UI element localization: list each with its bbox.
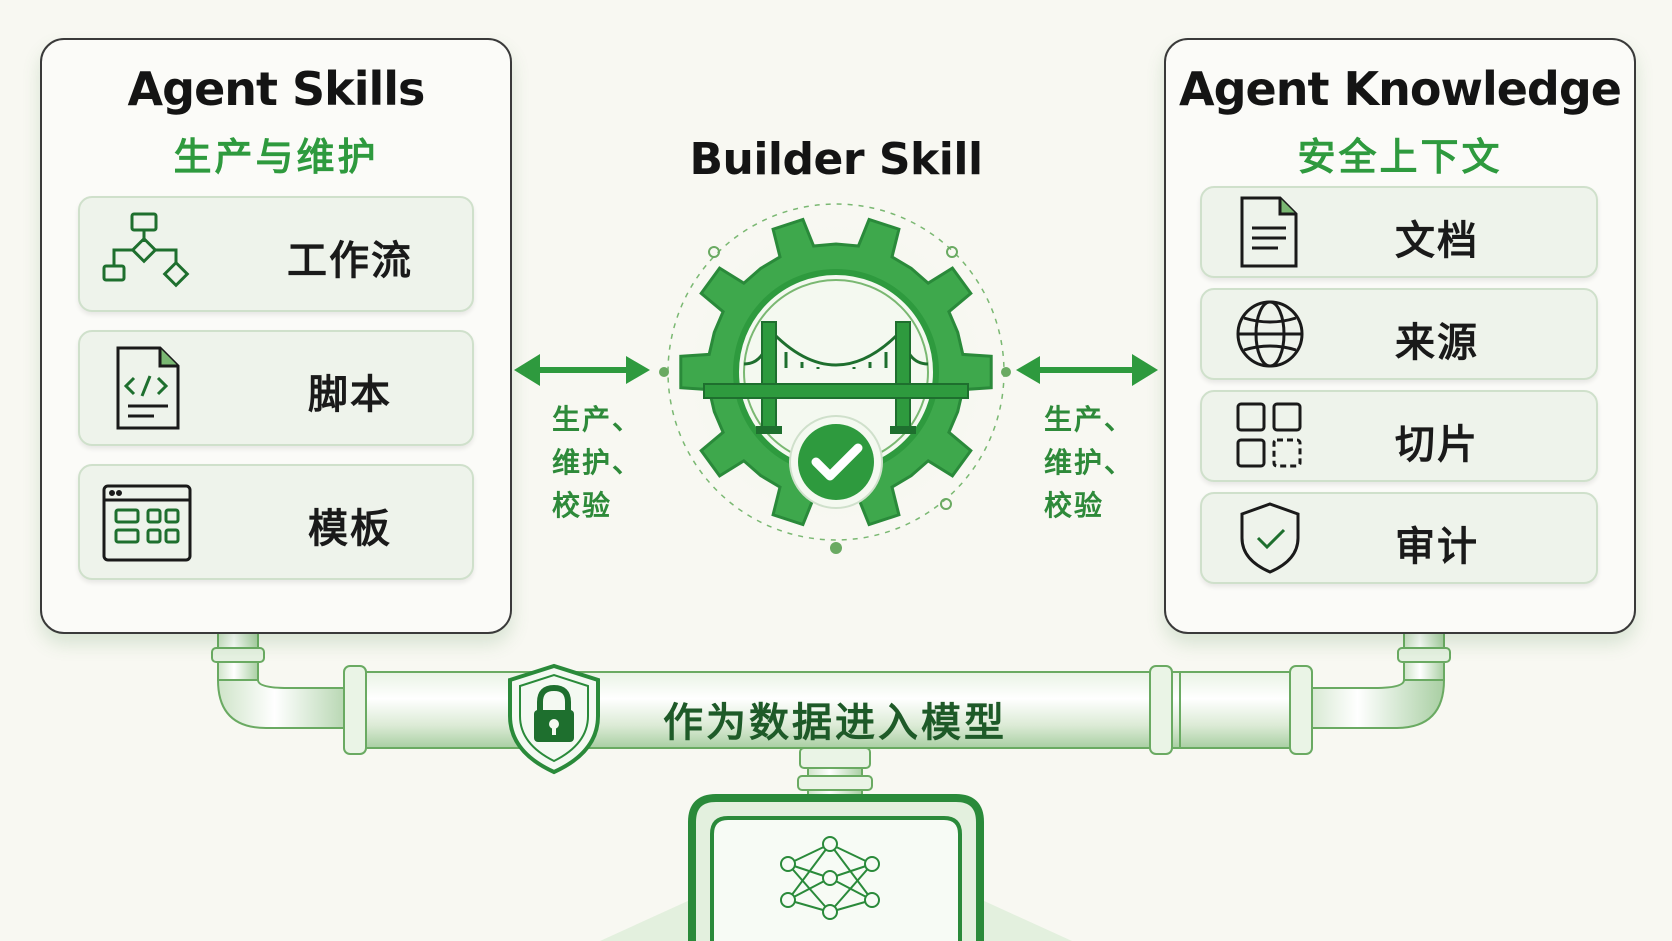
chunks-icon bbox=[1232, 400, 1308, 472]
agent-knowledge-subtitle: 安全上下文 bbox=[1297, 135, 1503, 179]
note-line: 生产、 bbox=[552, 403, 643, 436]
note-line: 维护、 bbox=[552, 446, 643, 479]
knowledge-item-label: 审计 bbox=[1395, 524, 1479, 570]
knowledge-item-label: 来源 bbox=[1395, 320, 1479, 366]
agent-skills-panel: Agent Skills 生产与维护 工作流 bbox=[40, 38, 512, 634]
knowledge-item-sources[interactable]: 来源 bbox=[1200, 288, 1598, 380]
right-connector-pipe bbox=[1299, 629, 1451, 729]
gear-bridge-check-icon bbox=[659, 202, 1011, 554]
left-double-arrow bbox=[514, 354, 650, 386]
knowledge-item-audit[interactable]: 审计 bbox=[1200, 492, 1598, 584]
document-icon bbox=[1232, 196, 1308, 268]
left-arrow-note: 生产、 维护、 校验 bbox=[552, 398, 662, 527]
template-icon bbox=[102, 478, 192, 566]
agent-skills-title: Agent Skills bbox=[127, 62, 426, 116]
agent-knowledge-panel: Agent Knowledge 安全上下文 文档 来源 bbox=[1164, 38, 1636, 634]
skills-item-label: 模板 bbox=[308, 506, 392, 552]
knowledge-item-label: 切片 bbox=[1395, 422, 1479, 468]
agent-knowledge-title: Agent Knowledge bbox=[1179, 62, 1622, 116]
note-line: 维护、 bbox=[1044, 446, 1135, 479]
note-line: 校验 bbox=[552, 489, 613, 522]
right-double-arrow bbox=[1016, 354, 1158, 386]
knowledge-item-label: 文档 bbox=[1395, 218, 1479, 264]
pipeline-label: 作为数据进入模型 bbox=[663, 700, 1007, 746]
left-connector-pipe bbox=[211, 629, 361, 729]
workflow-icon bbox=[102, 210, 192, 298]
shield-lock-icon bbox=[508, 663, 600, 775]
skills-item-template[interactable]: 模板 bbox=[78, 464, 474, 580]
globe-icon bbox=[1232, 298, 1308, 370]
script-file-icon bbox=[102, 344, 192, 432]
note-line: 校验 bbox=[1044, 489, 1105, 522]
knowledge-item-chunks[interactable]: 切片 bbox=[1200, 390, 1598, 482]
builder-skill-title: Builder Skill bbox=[689, 134, 983, 185]
skills-item-script[interactable]: 脚本 bbox=[78, 330, 474, 446]
neural-network-icon bbox=[780, 836, 880, 920]
knowledge-item-documents[interactable]: 文档 bbox=[1200, 186, 1598, 278]
shield-check-icon bbox=[1232, 502, 1308, 574]
model-box bbox=[600, 794, 1072, 941]
skills-item-label: 工作流 bbox=[287, 238, 413, 284]
skills-item-workflow[interactable]: 工作流 bbox=[78, 196, 474, 312]
note-line: 生产、 bbox=[1044, 403, 1135, 436]
agent-skills-subtitle: 生产与维护 bbox=[173, 135, 379, 179]
skills-item-label: 脚本 bbox=[308, 372, 392, 418]
right-arrow-note: 生产、 维护、 校验 bbox=[1044, 398, 1154, 527]
